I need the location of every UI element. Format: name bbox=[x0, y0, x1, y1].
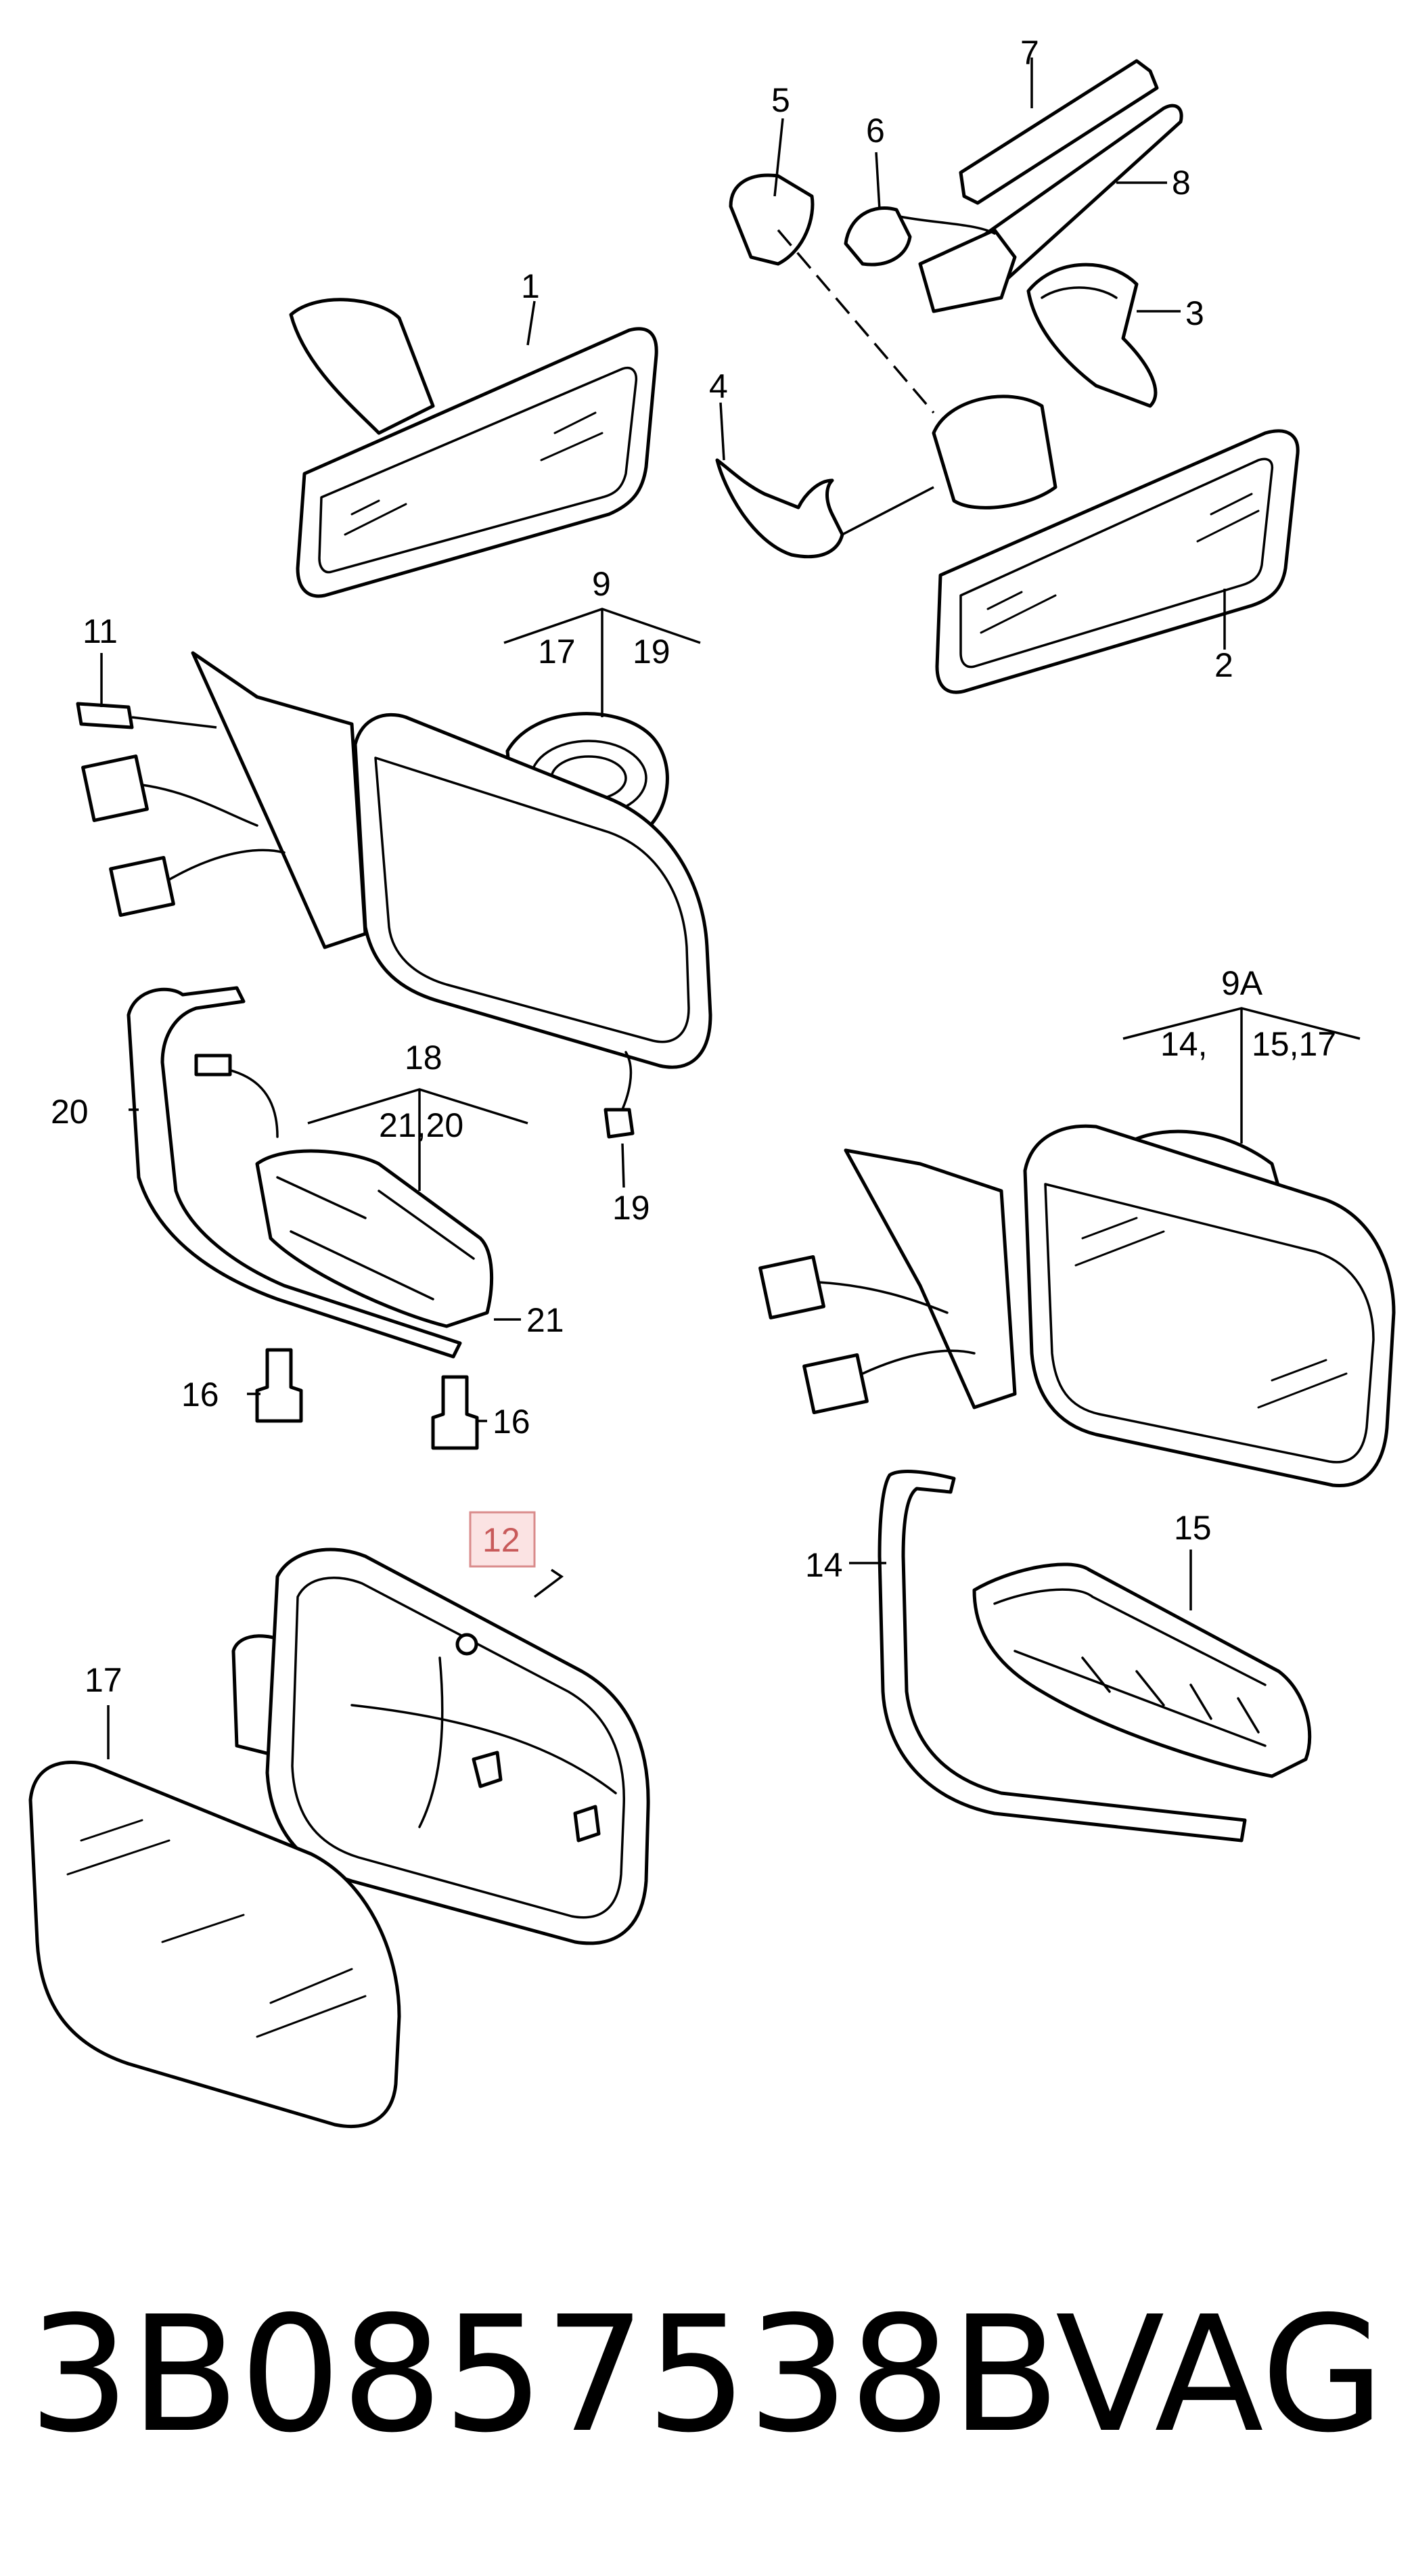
callout-8: 8 bbox=[1172, 164, 1191, 202]
highlight-box bbox=[469, 1511, 536, 1568]
callout-11: 11 bbox=[83, 612, 118, 650]
callout-6: 6 bbox=[866, 112, 885, 150]
assembly-guide-line bbox=[777, 229, 935, 414]
trim-cover-4 bbox=[715, 458, 844, 559]
mirror-assembly-9 bbox=[76, 651, 712, 1139]
interior-mirror-2 bbox=[932, 394, 1300, 694]
callout-9a: 9A bbox=[1221, 964, 1263, 1002]
callout-1: 1 bbox=[521, 267, 540, 305]
interior-mirror-1 bbox=[289, 298, 658, 598]
callout-4: 4 bbox=[709, 367, 728, 405]
callout-9a-left: 14, bbox=[1160, 1025, 1208, 1063]
callout-15: 15 bbox=[1174, 1509, 1212, 1547]
callout-9: 9 bbox=[592, 565, 611, 603]
brand-name: VAG bbox=[1055, 2282, 1385, 2468]
callout-7: 7 bbox=[1020, 34, 1039, 72]
sensor-parts-5-8 bbox=[729, 59, 1183, 313]
seal-strip-14 bbox=[878, 1470, 1247, 1843]
callout-18-sub: 21,20 bbox=[379, 1106, 463, 1144]
highlighted-callout-12: 12 bbox=[469, 1511, 536, 1568]
callout-19: 19 bbox=[612, 1189, 650, 1227]
callout-16-right: 16 bbox=[493, 1403, 530, 1441]
part-number: 3B0857538B bbox=[28, 2282, 1061, 2468]
callout-21: 21 bbox=[526, 1301, 564, 1339]
callout-12: 12 bbox=[482, 1521, 520, 1559]
callout-16-left: 16 bbox=[181, 1376, 219, 1414]
callout-14: 14 bbox=[805, 1546, 843, 1584]
mount-cover-3 bbox=[1026, 263, 1158, 408]
callout-9a-right: 15,17 bbox=[1252, 1025, 1336, 1063]
callout-18: 18 bbox=[405, 1039, 442, 1077]
callout-20: 20 bbox=[51, 1093, 89, 1131]
mirror-glass-17 bbox=[28, 1760, 401, 2128]
mirror-assembly-9a bbox=[758, 1124, 1396, 1488]
leader-lines bbox=[100, 58, 1361, 1759]
assembly-guide-line-4 bbox=[842, 486, 934, 536]
callout-17: 17 bbox=[85, 1661, 122, 1699]
callout-3: 3 bbox=[1185, 294, 1204, 332]
callout-2: 2 bbox=[1214, 646, 1233, 684]
callout-9-right: 19 bbox=[633, 633, 670, 671]
callout-labels: 1 2 3 4 5 6 7 8 9 17 19 11 18 21,20 20 2… bbox=[51, 34, 1336, 1699]
callout-5: 5 bbox=[771, 81, 790, 119]
callout-9-left: 17 bbox=[538, 633, 576, 671]
housing-cover-18 bbox=[127, 986, 493, 1450]
housing-cover-15 bbox=[972, 1562, 1312, 1778]
